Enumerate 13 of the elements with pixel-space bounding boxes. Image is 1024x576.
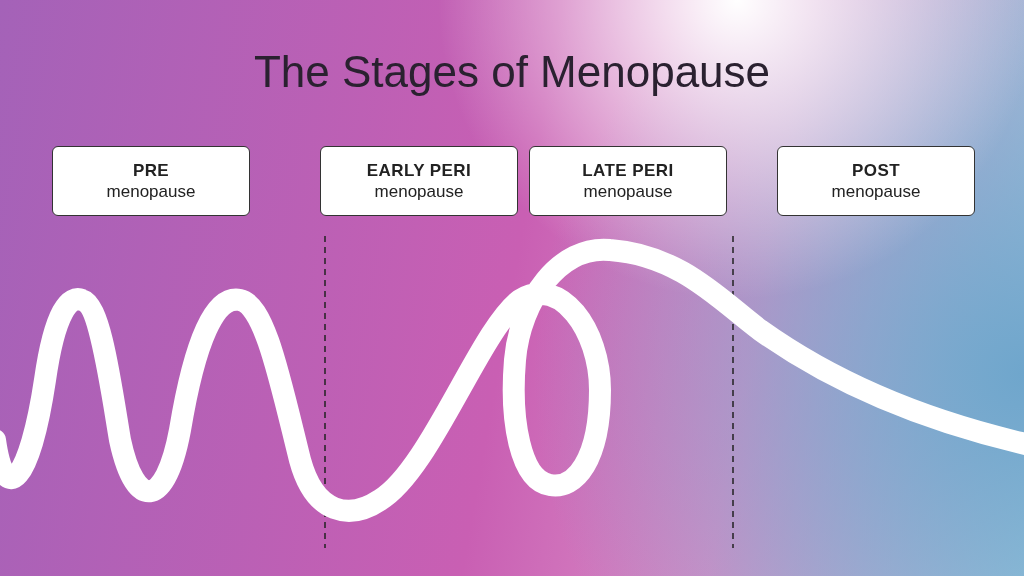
- stage-box: [320, 146, 518, 216]
- stage-subtitle: menopause: [583, 181, 673, 203]
- stage-subtitle: menopause: [106, 181, 196, 203]
- stage-name: EARLY PERI: [366, 159, 472, 181]
- stage-name: LATE PERI: [582, 159, 674, 181]
- stage-subtitle: menopause: [374, 181, 464, 203]
- title: The Stages of Menopause: [252, 46, 772, 98]
- stage-name: POST: [852, 159, 900, 181]
- stage-box: [52, 146, 250, 216]
- stage-subtitle: menopause: [831, 181, 921, 203]
- stage-box: [777, 146, 975, 216]
- stage-name: PRE: [132, 159, 170, 181]
- stage-box: [529, 146, 727, 216]
